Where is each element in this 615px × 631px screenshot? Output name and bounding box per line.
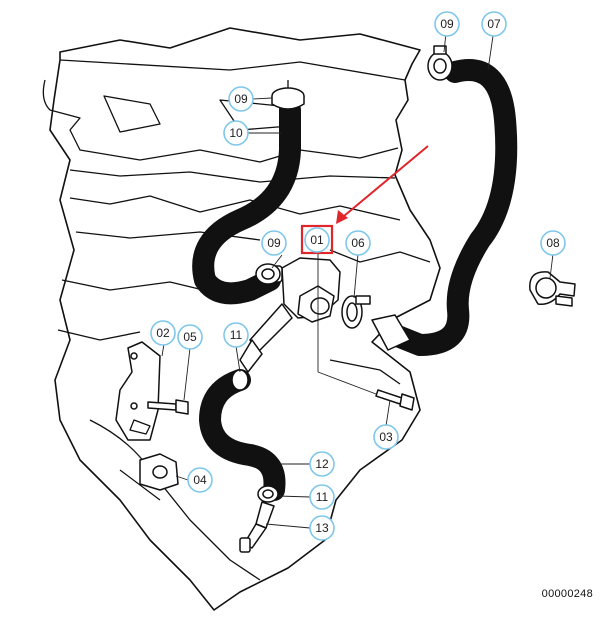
- callout-label: 09: [440, 17, 454, 31]
- callout-label: 12: [315, 457, 329, 471]
- hose-12: [199, 369, 286, 501]
- callout-11-lower[interactable]: 11: [309, 484, 335, 510]
- sensor-13: [239, 501, 275, 553]
- diagram-id: 00000248: [541, 588, 593, 600]
- leader-lines: [161, 32, 554, 529]
- bracket-04: [139, 453, 179, 491]
- clamp-09-top-left: [271, 80, 305, 110]
- clamp-08: [529, 271, 576, 307]
- callout-label: 02: [156, 326, 170, 340]
- callout-05[interactable]: 05: [177, 324, 203, 350]
- bolt-03: [375, 389, 415, 411]
- hose-10: [192, 99, 301, 305]
- highlight-box: [300, 224, 334, 255]
- clamp-09-mid: [255, 263, 281, 285]
- callout-04[interactable]: 04: [187, 467, 213, 493]
- callout-02[interactable]: 02: [150, 320, 176, 346]
- callout-11-upper[interactable]: 11: [223, 322, 249, 348]
- callout-12[interactable]: 12: [309, 451, 335, 477]
- callout-09-top-left[interactable]: 09: [228, 86, 254, 112]
- thermostat-housing: [239, 257, 341, 373]
- bracket-02: [115, 341, 161, 441]
- hose-07-coupling: [371, 314, 411, 351]
- callout-label: 07: [487, 17, 501, 31]
- callout-label: 08: [546, 236, 560, 250]
- callout-08[interactable]: 08: [540, 230, 566, 256]
- callout-label: 05: [183, 330, 197, 344]
- hose-07: [384, 59, 518, 356]
- callout-label: 09: [234, 92, 248, 106]
- callout-label: 13: [315, 521, 329, 535]
- callout-06[interactable]: 06: [345, 230, 371, 256]
- callout-label: 10: [229, 126, 243, 140]
- callout-label: 04: [193, 473, 207, 487]
- callout-label: 11: [316, 490, 329, 504]
- clamp-06: [341, 295, 371, 329]
- callout-label: 01: [310, 233, 324, 247]
- callout-label: 06: [351, 236, 365, 250]
- callout-01[interactable]: 01: [304, 227, 330, 253]
- callout-09-top-right[interactable]: 09: [434, 11, 460, 37]
- callout-10[interactable]: 10: [223, 120, 249, 146]
- clamp-11-lower: [257, 485, 279, 503]
- callout-03[interactable]: 03: [373, 424, 399, 450]
- callout-13[interactable]: 13: [309, 515, 335, 541]
- callout-09-mid[interactable]: 09: [261, 230, 287, 256]
- clamp-09-top-right: [427, 45, 453, 81]
- callout-label: 09: [267, 236, 281, 250]
- callout-label: 11: [230, 328, 243, 342]
- callout-07[interactable]: 07: [481, 11, 507, 37]
- bolt-05: [147, 399, 189, 415]
- clamp-11-upper: [231, 369, 249, 391]
- callout-label: 03: [379, 430, 393, 444]
- highlight-arrow: [336, 145, 429, 224]
